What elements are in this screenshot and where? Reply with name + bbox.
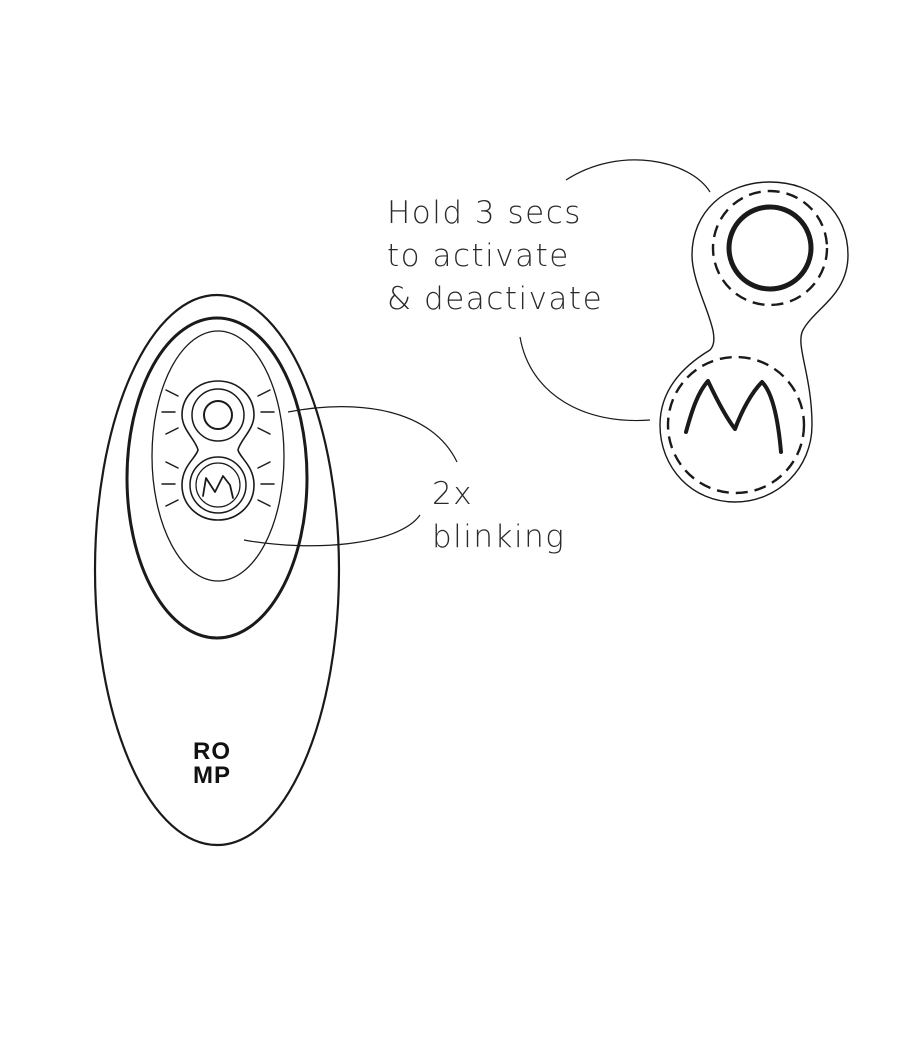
callout-hold-line-1: Hold 3 secs (387, 195, 582, 231)
leader-line-top-mode (519, 336, 651, 422)
button-detail-enlarged (659, 181, 849, 503)
remote-inner-panel (125, 316, 309, 640)
callout-blinking-indicator: 2x blinking (432, 473, 565, 559)
brand-logo-line-1: RO (193, 738, 231, 765)
brand-logo-line-2: MP (193, 762, 231, 789)
detail-power-dashed-ring (711, 189, 829, 307)
power-button-ring-icon (203, 400, 233, 430)
remote-button-area (151, 330, 285, 582)
remote-mode-button-rim (189, 456, 247, 514)
m-mode-letter-icon (202, 475, 234, 499)
callout-blink-line-2: blinking (432, 519, 566, 555)
detail-power-button-ring-icon (726, 204, 814, 292)
leader-line-top-power (565, 159, 711, 193)
remote-power-button-rim (191, 388, 245, 442)
remote-control (93, 293, 341, 847)
callout-blink-line-1: 2x (432, 476, 474, 512)
blink-rays-icon (161, 389, 275, 507)
callout-hold-line-2: to activate (387, 238, 570, 274)
remote-mode-button-inner (195, 462, 241, 508)
remote-button-outline (181, 380, 255, 521)
leader-lines (243, 159, 711, 547)
detail-mode-dashed-ring (666, 355, 806, 495)
callout-hold-instruction: Hold 3 secs to activate & deactivate (387, 192, 603, 321)
remote-outer-shell (93, 293, 341, 847)
detail-m-mode-letter-icon (684, 379, 783, 454)
detail-outline (659, 181, 849, 503)
leader-line-mid-upper (287, 406, 458, 463)
brand-logo: RO MP (193, 740, 231, 788)
callout-hold-line-3: & deactivate (387, 281, 604, 317)
leader-line-mid-lower (243, 514, 421, 547)
